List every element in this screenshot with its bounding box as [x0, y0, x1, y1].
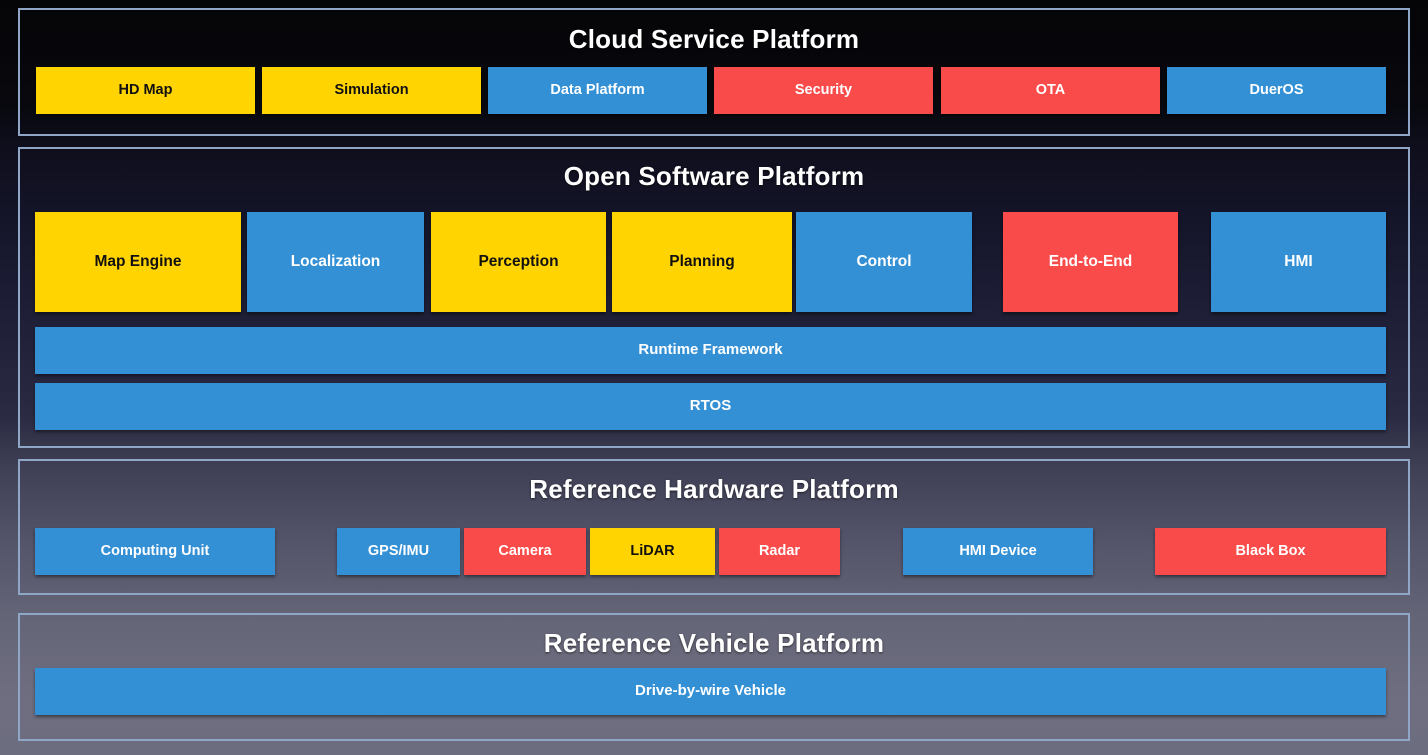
block-radar[interactable]: Radar [719, 528, 840, 575]
block-ota[interactable]: OTA [941, 67, 1160, 114]
block-label: Map Engine [94, 253, 182, 271]
block-perception[interactable]: Perception [431, 212, 606, 312]
layer-panel-reference-vehicle-platform: Reference Vehicle Platform [18, 613, 1410, 741]
block-localization[interactable]: Localization [247, 212, 424, 312]
block-label: Computing Unit [100, 542, 210, 559]
block-label: OTA [1035, 81, 1066, 98]
block-label: Data Platform [550, 81, 645, 98]
block-label: Radar [758, 542, 801, 559]
block-label: LiDAR [630, 542, 675, 559]
block-data-platform[interactable]: Data Platform [488, 67, 707, 114]
block-control[interactable]: Control [796, 212, 972, 312]
block-end-to-end[interactable]: End-to-End [1003, 212, 1178, 312]
block-hd-map[interactable]: HD Map [36, 67, 255, 114]
layer-title-open-software-platform: Open Software Platform [563, 161, 865, 191]
block-label: End-to-End [1048, 253, 1133, 271]
layer-title-reference-hardware-platform: Reference Hardware Platform [529, 474, 899, 504]
block-dueros[interactable]: DuerOS [1167, 67, 1386, 114]
layer-title-cloud-service-platform: Cloud Service Platform [568, 24, 860, 54]
block-label: DuerOS [1249, 81, 1304, 98]
block-label: Black Box [1235, 542, 1306, 559]
block-computing-unit[interactable]: Computing Unit [35, 528, 275, 575]
block-drive-by-wire-vehicle[interactable]: Drive-by-wire Vehicle [35, 668, 1386, 715]
block-map-engine[interactable]: Map Engine [35, 212, 241, 312]
block-label: Drive-by-wire Vehicle [635, 682, 786, 700]
block-label: Perception [478, 253, 559, 271]
block-security[interactable]: Security [714, 67, 933, 114]
block-label: Planning [669, 253, 735, 271]
block-black-box[interactable]: Black Box [1155, 528, 1386, 575]
block-planning[interactable]: Planning [612, 212, 792, 312]
block-camera[interactable]: Camera [464, 528, 586, 575]
block-label: RTOS [689, 397, 732, 415]
block-label: Localization [290, 253, 381, 271]
layer-title-reference-vehicle-platform: Reference Vehicle Platform [543, 628, 885, 658]
block-label: Camera [498, 542, 552, 559]
block-simulation[interactable]: Simulation [262, 67, 481, 114]
block-gps-imu[interactable]: GPS/IMU [337, 528, 460, 575]
block-lidar[interactable]: LiDAR [590, 528, 715, 575]
block-label: HD Map [118, 81, 173, 98]
block-label: HMI [1284, 253, 1313, 271]
block-label: HMI Device [959, 542, 1037, 559]
layer-panel-open-software-platform: Open Software Platform [18, 147, 1410, 448]
block-rtos[interactable]: RTOS [35, 383, 1386, 430]
layer-panel-reference-hardware-platform: Reference Hardware Platform [18, 459, 1410, 595]
block-label: GPS/IMU [367, 542, 430, 559]
block-label: Simulation [334, 81, 409, 98]
block-label: Security [794, 81, 853, 98]
block-hmi-device[interactable]: HMI Device [903, 528, 1093, 575]
block-label: Runtime Framework [638, 341, 783, 359]
block-runtime-framework[interactable]: Runtime Framework [35, 327, 1386, 374]
layer-panel-cloud-service-platform: Cloud Service Platform [18, 8, 1410, 136]
block-hmi[interactable]: HMI [1211, 212, 1386, 312]
block-label: Control [856, 253, 912, 271]
